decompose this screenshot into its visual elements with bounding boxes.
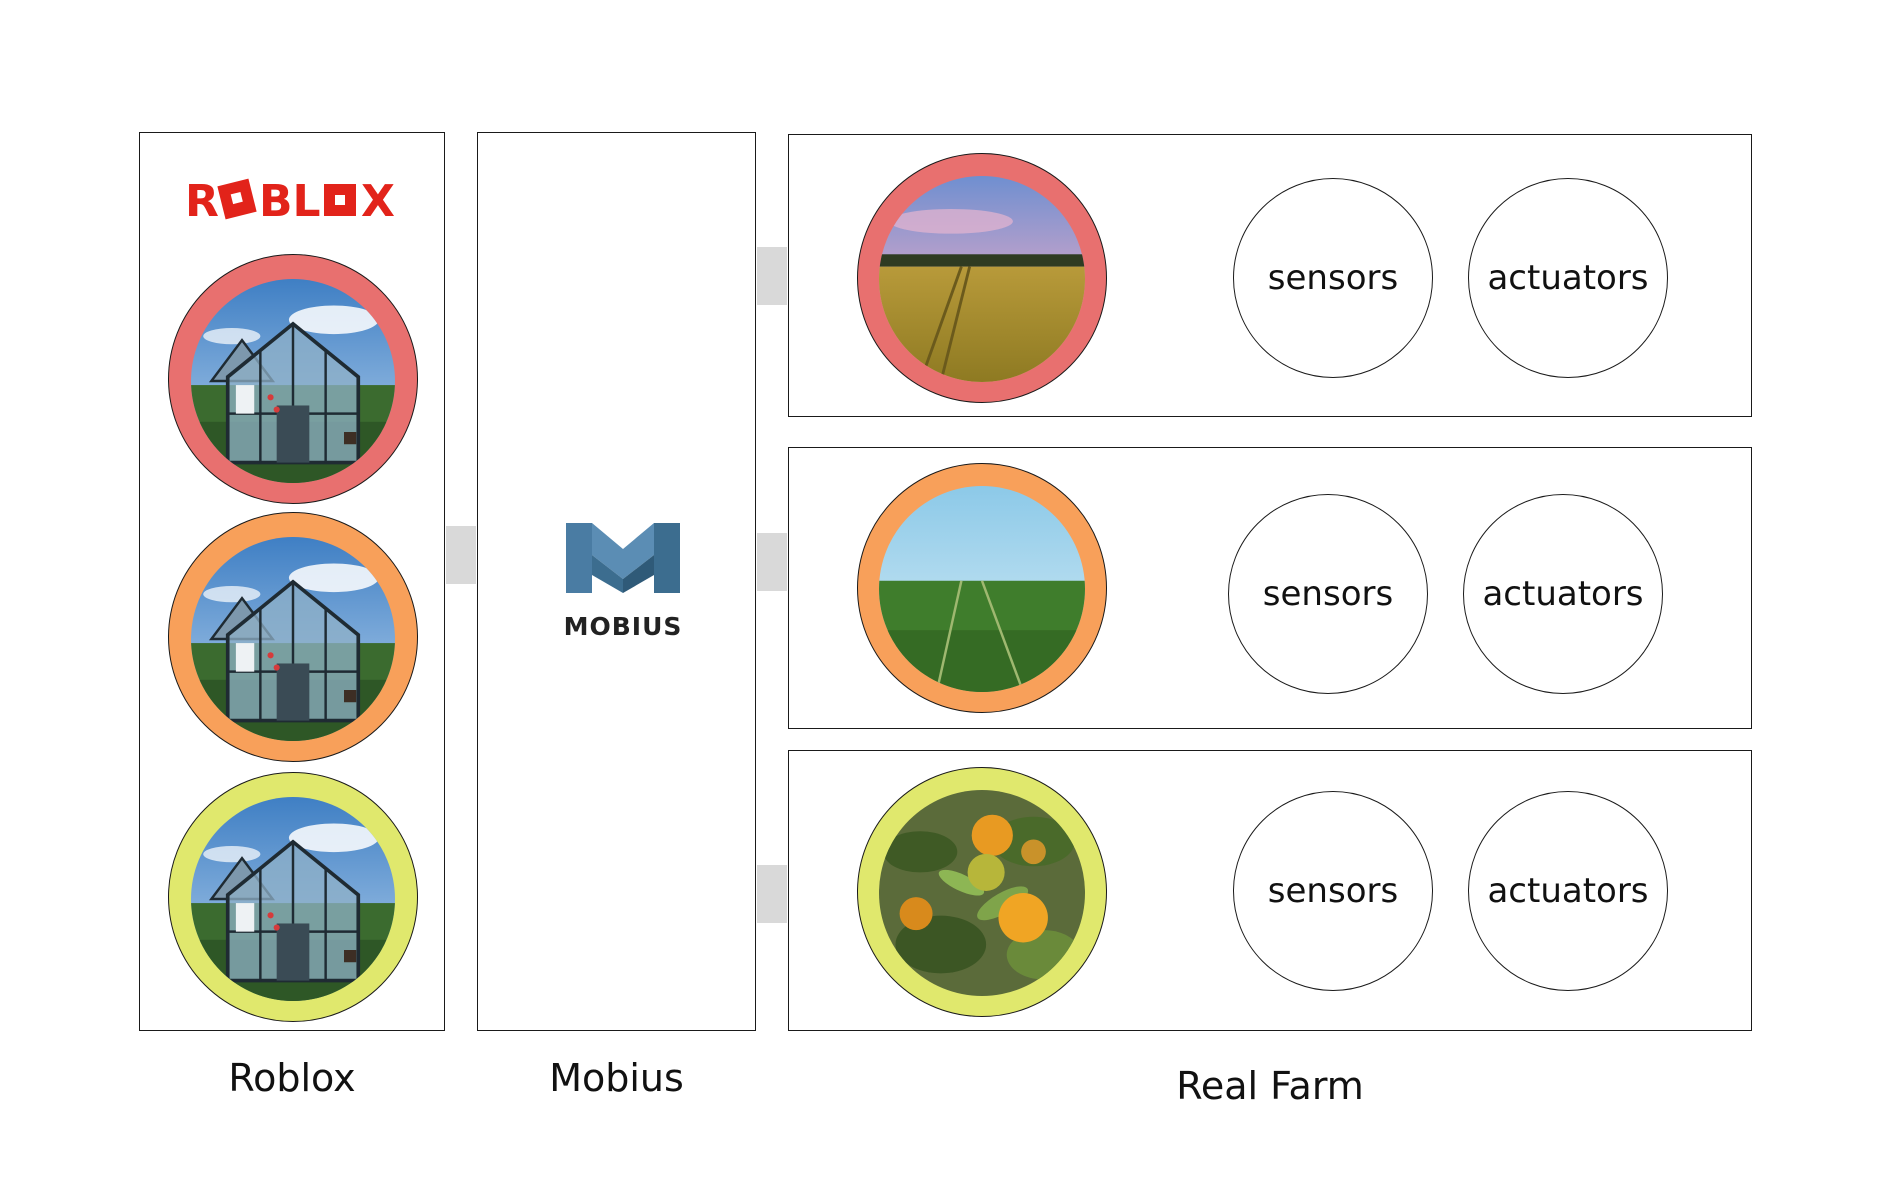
mobius-logo-text: MOBIUS <box>564 612 683 641</box>
farm-1-sensors-node: sensors <box>1233 178 1433 378</box>
farm-1-sensors-label: sensors <box>1267 258 1399 298</box>
farm-2-actuators-label: actuators <box>1482 574 1644 614</box>
farm-2-sensors-label: sensors <box>1262 574 1394 614</box>
farm-1-actuators-label: actuators <box>1487 258 1649 298</box>
farm-2-actuators-node: actuators <box>1463 494 1663 694</box>
farm-image-3 <box>879 790 1085 996</box>
roblox-logo-r: R <box>185 176 219 224</box>
farm-2-sensors-node: sensors <box>1228 494 1428 694</box>
greenhouse-image-2 <box>191 537 395 741</box>
mobius-farm2-connector <box>757 533 787 591</box>
farm-3-actuators-node: actuators <box>1468 791 1668 991</box>
svg-text:X: X <box>361 176 395 224</box>
mobius-column-label: Mobius <box>549 1056 684 1100</box>
mobius-farm1-connector <box>757 247 787 305</box>
roblox-logo: R BL X <box>185 176 405 224</box>
roblox-mobius-connector <box>446 526 476 584</box>
farm-image-1 <box>879 176 1085 382</box>
farm-3-sensors-label: sensors <box>1267 871 1399 911</box>
farm-3-sensors-node: sensors <box>1233 791 1433 991</box>
farm-image-2 <box>879 486 1085 692</box>
real-farm-column-label: Real Farm <box>1176 1064 1364 1108</box>
greenhouse-image-1 <box>191 279 395 483</box>
mobius-logo: MOBIUS <box>562 515 684 645</box>
roblox-column-label: Roblox <box>228 1056 356 1100</box>
svg-text:BL: BL <box>259 176 321 224</box>
mobius-farm3-connector <box>757 865 787 923</box>
farm-1-actuators-node: actuators <box>1468 178 1668 378</box>
farm-3-actuators-label: actuators <box>1487 871 1649 911</box>
greenhouse-image-3 <box>191 797 395 1001</box>
